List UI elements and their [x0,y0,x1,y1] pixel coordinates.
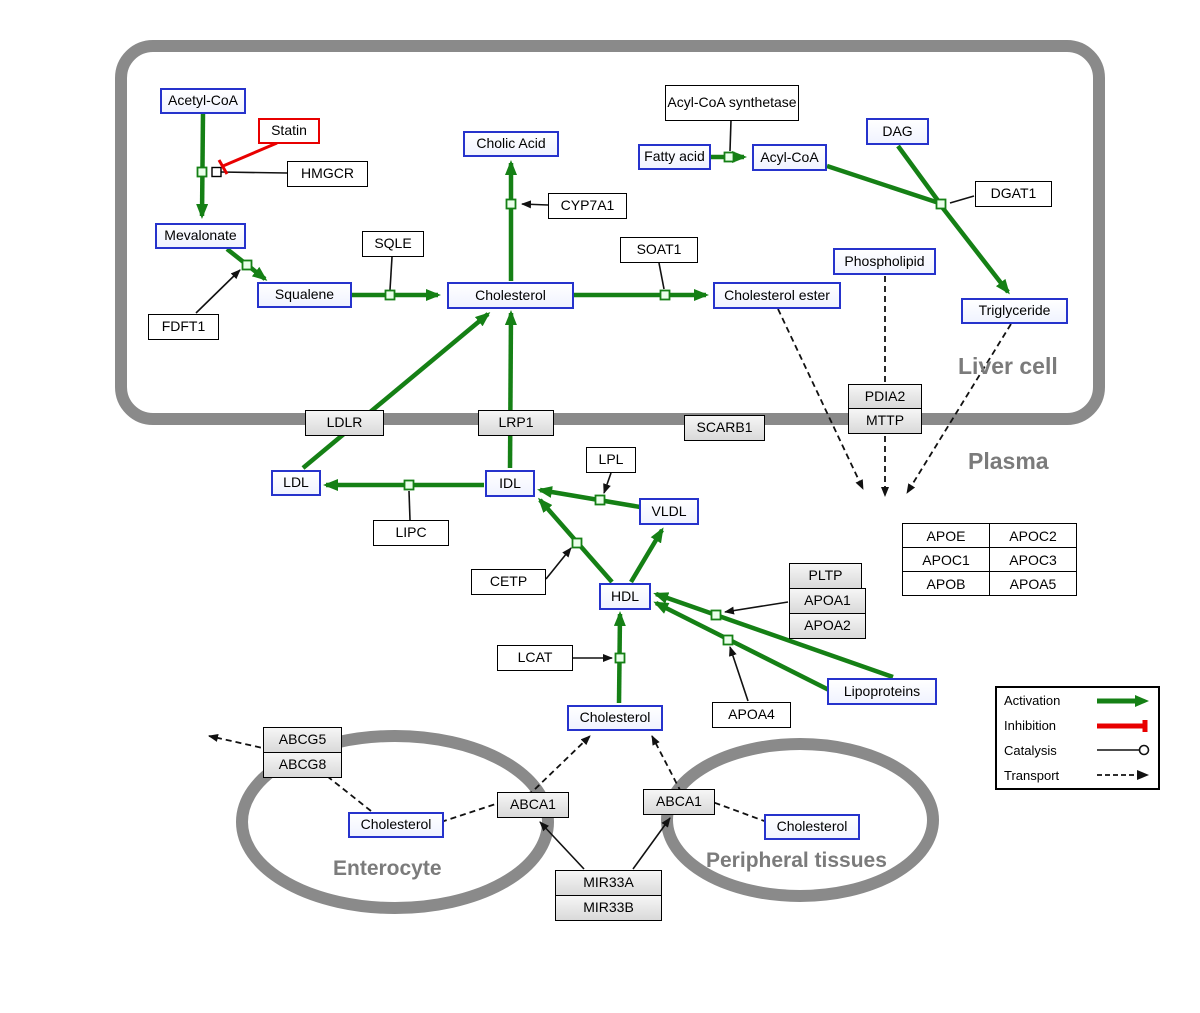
node-ldl[interactable]: LDL [271,470,321,496]
node-cholesterol-plasma[interactable]: Cholesterol [567,705,663,731]
node-apoa2[interactable]: APOA2 [789,613,866,639]
legend-label-inhibition: Inhibition [1004,718,1057,734]
node-dgat1[interactable]: DGAT1 [975,181,1052,207]
node-apoc3[interactable]: APOC3 [989,547,1077,572]
node-mevalonate[interactable]: Mevalonate [155,223,246,249]
node-acetyl-coa[interactable]: Acetyl-CoA [160,88,246,114]
region-label-peripheral-tissues: Peripheral tissues [706,849,887,872]
node-scarb1[interactable]: SCARB1 [684,415,765,441]
node-lpl[interactable]: LPL [586,447,636,473]
node-abca1-left[interactable]: ABCA1 [497,792,569,818]
node-mir33b[interactable]: MIR33B [555,895,662,921]
node-acyl-coa[interactable]: Acyl-CoA [752,144,827,171]
node-pltp[interactable]: PLTP [789,563,862,589]
node-cholesterol-peripheral[interactable]: Cholesterol [764,814,860,840]
region-label-liver-cell: Liver cell [958,353,1058,379]
node-lipoproteins[interactable]: Lipoproteins [827,678,937,705]
apolipoprotein-table: APOE APOC2 APOC1 APOC3 APOB APOA5 [902,523,1077,596]
node-phospholipid[interactable]: Phospholipid [833,248,936,275]
legend-label-transport: Transport [1004,767,1060,783]
legend: Activation Inhibition Catalysis Transpor… [995,686,1160,790]
legend-row-inhibition: Inhibition [997,714,1158,738]
node-pdia2[interactable]: PDIA2 [848,384,922,409]
node-cyp7a1[interactable]: CYP7A1 [548,193,627,219]
node-lrp1[interactable]: LRP1 [478,410,554,436]
node-apoe[interactable]: APOE [902,523,990,548]
node-fdft1[interactable]: FDFT1 [148,314,219,340]
node-ldlr[interactable]: LDLR [305,410,384,436]
node-vldl[interactable]: VLDL [639,498,699,525]
node-mir33a[interactable]: MIR33A [555,870,662,896]
node-abcg5[interactable]: ABCG5 [263,727,342,753]
node-apoa5[interactable]: APOA5 [989,571,1077,596]
node-cholesterol-liver[interactable]: Cholesterol [447,282,574,309]
region-label-enterocyte: Enterocyte [333,857,442,880]
activation-arrow-icon [1097,694,1149,707]
node-sqle[interactable]: SQLE [362,231,424,257]
inhibition-tee-icon [1097,719,1148,732]
catalysis-marker-hmgcr [211,166,222,178]
legend-row-activation: Activation [997,689,1158,713]
node-cholic-acid[interactable]: Cholic Acid [463,131,559,157]
node-apoc1[interactable]: APOC1 [902,547,990,572]
catalysis-circle-icon [1097,745,1150,756]
node-fatty-acid[interactable]: Fatty acid [638,144,711,170]
legend-label-activation: Activation [1004,693,1061,709]
node-cholesterol-ester[interactable]: Cholesterol ester [713,282,841,309]
catalysis-edges [195,119,975,870]
transport-dashed-arrow-icon [1097,770,1149,781]
node-apoc2[interactable]: APOC2 [989,523,1077,548]
node-abca1-right[interactable]: ABCA1 [643,789,715,815]
node-apoa1[interactable]: APOA1 [789,588,866,614]
inhibition-edge-statin [217,141,278,175]
node-cetp[interactable]: CETP [471,569,546,595]
liver-cell-membrane [115,40,1105,425]
reaction-junctions [196,151,947,664]
legend-row-transport: Transport [997,763,1158,787]
node-triglyceride[interactable]: Triglyceride [961,298,1068,324]
node-squalene[interactable]: Squalene [257,282,352,308]
node-hmgcr[interactable]: HMGCR [287,161,368,187]
region-label-plasma: Plasma [968,448,1049,474]
node-cholesterol-enterocyte[interactable]: Cholesterol [348,812,444,838]
node-apob[interactable]: APOB [902,571,990,596]
node-statin[interactable]: Statin [258,118,320,144]
legend-row-catalysis: Catalysis [997,738,1158,762]
node-dag[interactable]: DAG [866,118,929,145]
node-abcg8[interactable]: ABCG8 [263,752,342,778]
node-lipc[interactable]: LIPC [373,520,449,546]
node-idl[interactable]: IDL [485,470,535,497]
node-acyl-coa-synthetase[interactable]: Acyl-CoA synthetase [665,85,799,121]
node-mttp[interactable]: MTTP [848,408,922,434]
legend-label-catalysis: Catalysis [1004,742,1057,758]
node-lcat[interactable]: LCAT [497,645,573,671]
node-soat1[interactable]: SOAT1 [620,237,698,263]
node-hdl[interactable]: HDL [599,583,651,610]
node-apoa4[interactable]: APOA4 [712,702,791,728]
